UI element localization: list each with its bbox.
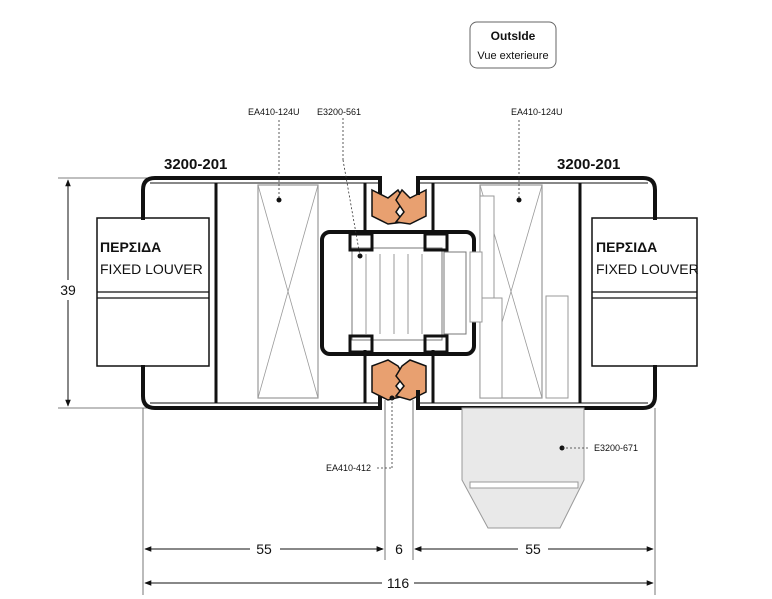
dim-left-width: 55 xyxy=(256,541,272,557)
badge-title: OutsIde xyxy=(491,29,536,43)
left-louver: ΠΕΡΣΙΔΑ FIXED LOUVER xyxy=(96,217,210,367)
mullion-profile xyxy=(320,230,476,356)
leader-lines xyxy=(278,118,590,469)
callout-gasket-right: EA410-124U xyxy=(511,107,563,117)
dim-total: 116 xyxy=(387,575,410,591)
right-frame-code: 3200-201 xyxy=(557,156,620,173)
left-frame-profile xyxy=(141,176,382,410)
callout-gasket-left: EA410-124U xyxy=(248,107,300,117)
right-louver: ΠΕΡΣΙΔΑ FIXED LOUVER xyxy=(591,217,699,367)
extension-lines xyxy=(58,177,656,595)
badge-subtitle: Vue exterieure xyxy=(477,50,548,62)
callout-mullion: E3200-561 xyxy=(317,107,361,117)
callout-cover: E3200-671 xyxy=(594,443,638,453)
callout-gasket-bottom: EA410-412 xyxy=(326,463,371,473)
left-frame-code: 3200-201 xyxy=(164,156,227,173)
cover-profile xyxy=(461,195,585,529)
dim-gap: 6 xyxy=(395,541,403,557)
dimension-lines xyxy=(65,179,654,586)
dim-right-width: 55 xyxy=(525,541,541,557)
right-louver-title: ΠΕΡΣΙΔΑ xyxy=(596,239,657,255)
left-louver-subtitle: FIXED LOUVER xyxy=(100,261,203,277)
right-louver-subtitle: FIXED LOUVER xyxy=(596,261,699,277)
dim-height: 39 xyxy=(60,282,76,298)
outside-badge: OutsIde Vue exterieure xyxy=(469,21,557,69)
left-louver-title: ΠΕΡΣΙΔΑ xyxy=(100,239,161,255)
